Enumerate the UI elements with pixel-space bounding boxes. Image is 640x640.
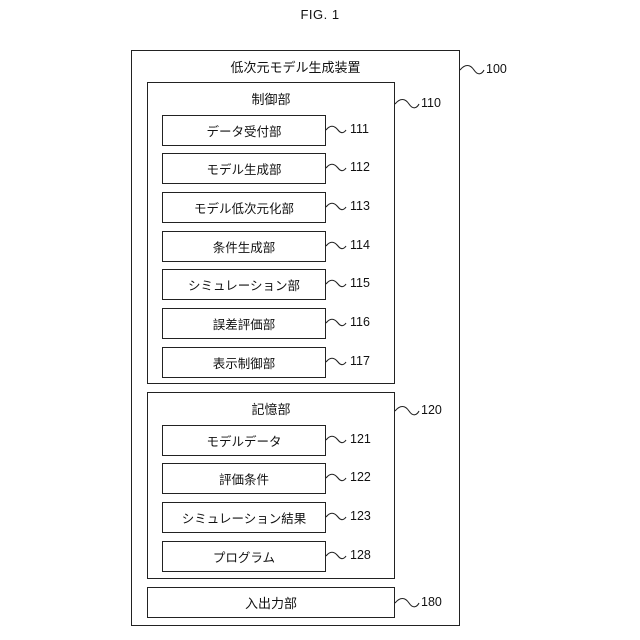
component-data-reception: データ受付部 bbox=[162, 115, 326, 146]
ref-number-115: 115 bbox=[350, 276, 370, 290]
ref-number-123: 123 bbox=[350, 509, 371, 523]
component-model-reduction: モデル低次元化部 bbox=[162, 192, 326, 223]
ref-number-128: 128 bbox=[350, 548, 371, 562]
component-error-evaluation: 誤差評価部 bbox=[162, 308, 326, 339]
storage-program: プログラム bbox=[162, 541, 326, 572]
ref-number-121: 121 bbox=[350, 432, 371, 446]
component-label: シミュレーション部 bbox=[188, 275, 300, 294]
storage-label: シミュレーション結果 bbox=[182, 508, 307, 527]
storage-label: プログラム bbox=[213, 547, 275, 566]
component-label: 条件生成部 bbox=[213, 237, 276, 256]
component-label: モデル生成部 bbox=[206, 159, 281, 178]
io-unit-box: 入出力部 bbox=[147, 587, 395, 618]
leader-line-100 bbox=[460, 66, 484, 74]
component-display-control: 表示制御部 bbox=[162, 347, 326, 378]
ref-number-117: 117 bbox=[350, 354, 370, 368]
figure-title: FIG. 1 bbox=[0, 7, 640, 22]
ref-number-120: 120 bbox=[421, 403, 442, 417]
component-simulation: シミュレーション部 bbox=[162, 269, 326, 300]
ref-number-114: 114 bbox=[350, 238, 370, 252]
component-label: データ受付部 bbox=[206, 121, 281, 140]
component-label: 表示制御部 bbox=[213, 353, 276, 372]
ref-number-112: 112 bbox=[350, 160, 370, 174]
storage-unit-title: 記憶部 bbox=[148, 399, 394, 418]
ref-number-110: 110 bbox=[421, 96, 441, 110]
storage-label: モデルデータ bbox=[206, 431, 281, 450]
ref-number-100: 100 bbox=[486, 62, 507, 76]
control-unit-title: 制御部 bbox=[148, 89, 394, 108]
component-label: モデル低次元化部 bbox=[194, 198, 294, 217]
ref-number-116: 116 bbox=[350, 315, 370, 329]
ref-number-122: 122 bbox=[350, 470, 371, 484]
storage-label: 評価条件 bbox=[219, 469, 269, 488]
storage-simulation-results: シミュレーション結果 bbox=[162, 502, 326, 533]
storage-evaluation-conditions: 評価条件 bbox=[162, 463, 326, 494]
component-condition-generation: 条件生成部 bbox=[162, 231, 326, 262]
device-title: 低次元モデル生成装置 bbox=[132, 57, 459, 76]
storage-model-data: モデルデータ bbox=[162, 425, 326, 456]
ref-number-180: 180 bbox=[421, 595, 442, 609]
ref-number-113: 113 bbox=[350, 199, 370, 213]
component-label: 誤差評価部 bbox=[213, 314, 276, 333]
io-unit-label: 入出力部 bbox=[245, 593, 297, 612]
component-model-generation: モデル生成部 bbox=[162, 153, 326, 184]
ref-number-111: 111 bbox=[350, 122, 369, 136]
